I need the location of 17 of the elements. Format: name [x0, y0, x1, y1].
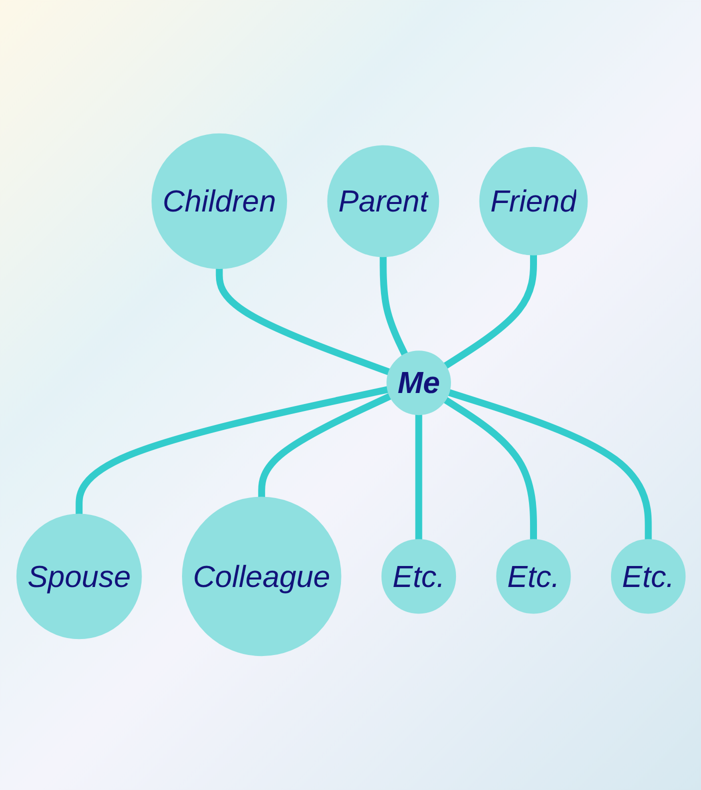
connector	[447, 389, 652, 540]
node-circle: Etc.	[496, 539, 570, 614]
connector	[75, 386, 388, 515]
node-circle: Children	[151, 134, 287, 270]
connector	[379, 256, 408, 356]
node-circle: Spouse	[16, 514, 142, 640]
connector	[414, 414, 422, 540]
node-circle: Colleague	[181, 497, 341, 656]
node-circle: Friend	[478, 147, 588, 256]
node-circle: Etc.	[610, 539, 686, 614]
node-circle: Etc.	[380, 539, 456, 614]
node-circle: Parent	[326, 146, 439, 258]
connector	[443, 254, 536, 370]
connector	[258, 393, 392, 498]
connector	[215, 268, 390, 376]
connector	[443, 397, 536, 540]
node-circle: Me	[386, 350, 450, 416]
